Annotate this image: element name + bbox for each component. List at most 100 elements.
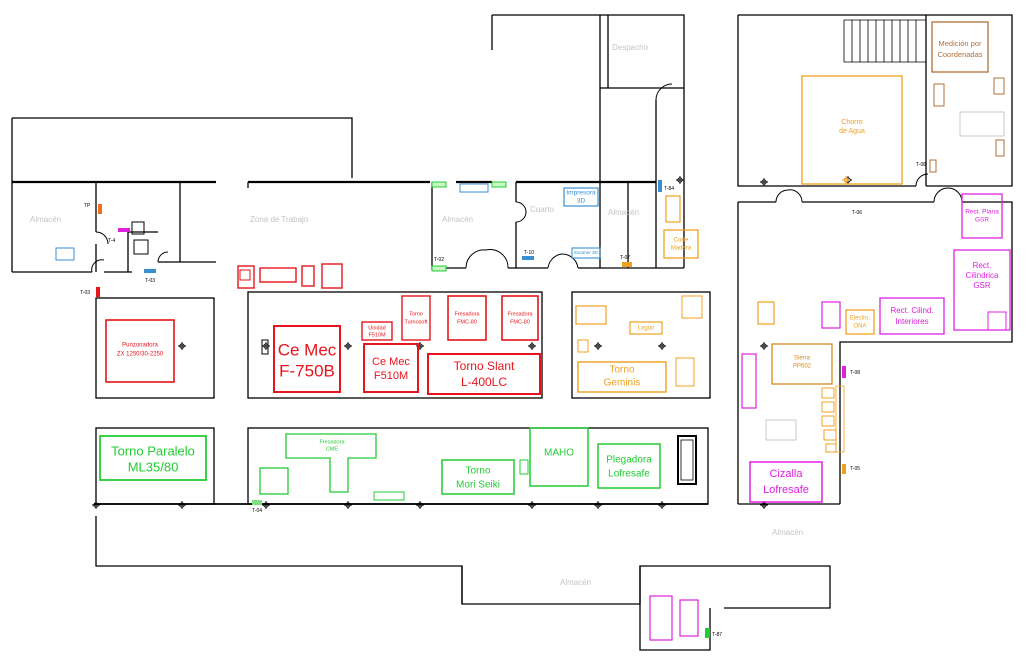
chorro-agua-machine[interactable] xyxy=(801,75,903,185)
green-small-machine[interactable] xyxy=(519,459,529,475)
red-small-machine[interactable] xyxy=(237,265,255,289)
brown-small-machine[interactable] xyxy=(993,77,1005,95)
rect-cilind-int-machine[interactable] xyxy=(879,297,945,335)
corte-madera-machine[interactable] xyxy=(663,229,699,259)
torno-paralelo-machine[interactable] xyxy=(99,435,207,481)
orange-small-machine[interactable] xyxy=(675,357,695,387)
torno-gemini-machine[interactable] xyxy=(577,361,667,393)
magenta-marker xyxy=(842,366,846,378)
fresadora-fmc80-b-machine[interactable] xyxy=(501,295,539,341)
torno-mori-label2: Mori Seiki xyxy=(456,480,500,491)
torno-gemini-label2: Geminis xyxy=(604,378,641,389)
ce-mec-f750b-label1: Ce Mec xyxy=(278,340,337,359)
tag-t03-left: T-03 xyxy=(80,290,90,296)
green-small-machine[interactable] xyxy=(431,181,447,188)
fresadora-fmc80-a-machine[interactable] xyxy=(447,295,487,341)
blue-marker xyxy=(144,269,156,273)
unidad-f510m-label1: Unidad xyxy=(368,325,385,331)
ce-mec-f750b-label2: F-750B xyxy=(279,361,335,380)
svg-text:Zona de Trabajo: Zona de Trabajo xyxy=(250,215,309,224)
fresadora-cme-machine[interactable] xyxy=(285,433,377,493)
red-small-machine[interactable] xyxy=(321,263,343,289)
green-marker xyxy=(252,500,262,505)
green-small-machine[interactable] xyxy=(431,265,447,272)
fresadora-cme-label1: Fresadora xyxy=(319,439,345,445)
chorro-agua-label2: de Agua xyxy=(839,128,865,135)
fresadora-fmc80-a-label2: FMC-80 xyxy=(457,319,477,325)
impresora-3d-machine[interactable] xyxy=(563,187,599,207)
punzonadora-machine[interactable] xyxy=(105,319,175,383)
orange-small-machine[interactable] xyxy=(665,195,681,223)
magenta-small-machine[interactable] xyxy=(679,599,699,637)
plegadora-label1: Plegadora xyxy=(606,455,652,466)
impresora-3d-label1: Impresora xyxy=(566,190,596,197)
tag-t4: T-4 xyxy=(108,238,115,244)
brown-small-machine[interactable] xyxy=(929,159,937,173)
tag-t04: T-04 xyxy=(252,508,262,514)
rect-cilindrica-gsr-label3: GSR xyxy=(973,281,991,290)
orange-small-machine[interactable] xyxy=(681,295,703,319)
impresora-3d-label2: 3D xyxy=(577,198,586,205)
rect-cilind-int-label2: Interiores xyxy=(895,317,928,326)
sierra-label2: PP602 xyxy=(793,364,812,370)
torno-turnosoft-machine[interactable] xyxy=(401,295,431,341)
svg-text:Almacén: Almacén xyxy=(772,528,803,537)
orange-small-machine[interactable] xyxy=(575,305,607,325)
brown-small-machine[interactable] xyxy=(933,83,945,107)
corte-madera-label1: Corte xyxy=(674,238,689,244)
orange-rack[interactable] xyxy=(825,443,837,453)
green-small-machine[interactable] xyxy=(491,181,507,188)
orange-small-machine[interactable] xyxy=(757,301,775,325)
column-markers xyxy=(92,176,852,509)
medicion-label2: Coordenadas xyxy=(937,50,982,59)
plegadora-machine[interactable] xyxy=(597,443,661,489)
lagun-machine[interactable] xyxy=(629,321,663,335)
orange-rack[interactable] xyxy=(821,401,835,413)
ce-mec-f750b-machine[interactable] xyxy=(273,325,341,393)
torno-paralelo-label2: ML35/80 xyxy=(128,459,179,474)
blue-small-machine[interactable] xyxy=(55,247,75,261)
plegadora-label2: Lofresafe xyxy=(608,469,650,480)
orange-rack[interactable] xyxy=(823,429,837,441)
brown-small-machine[interactable] xyxy=(995,139,1005,157)
magenta-small-machine[interactable] xyxy=(987,311,1007,331)
magenta-machines: Rect. Cilind. Interiores Rect. Cilindric… xyxy=(118,193,1011,641)
torno-slant-machine[interactable] xyxy=(427,353,541,395)
black-machine[interactable] xyxy=(677,435,697,485)
escaner-3d-machine[interactable] xyxy=(571,247,601,259)
orange-rack[interactable] xyxy=(835,385,845,453)
magenta-small-machine[interactable] xyxy=(649,595,673,641)
red-small-machine[interactable] xyxy=(301,265,315,287)
torno-mori-machine[interactable] xyxy=(441,459,515,495)
green-small-machine[interactable] xyxy=(373,491,405,501)
svg-text:Almacén: Almacén xyxy=(560,578,591,587)
medicion-label1: Medición por xyxy=(939,39,982,48)
stairs xyxy=(843,19,927,63)
punzonadora-label1: Punzonadora xyxy=(122,343,158,349)
blue-small-machine[interactable] xyxy=(459,183,489,193)
orange-rack[interactable] xyxy=(821,387,835,399)
sierra-machine[interactable] xyxy=(771,343,833,385)
ce-mec-f510m-machine[interactable] xyxy=(363,343,419,393)
red-small-machine[interactable] xyxy=(239,269,251,281)
misc-black-items xyxy=(98,204,269,355)
cizalla-machine[interactable] xyxy=(749,461,823,503)
tag-t06: T-06 xyxy=(852,210,862,216)
magenta-small-machine[interactable] xyxy=(821,301,841,329)
maho-machine[interactable] xyxy=(529,427,589,487)
orange-rack[interactable] xyxy=(821,415,835,427)
orange-small-machine[interactable] xyxy=(577,339,589,353)
medicion-machine[interactable] xyxy=(931,21,989,73)
unidad-f510m-machine[interactable] xyxy=(361,321,393,341)
maho-label: MAHO xyxy=(544,448,574,459)
torno-turnosoft-label1: Torno xyxy=(409,311,423,317)
green-small-machine[interactable] xyxy=(259,467,289,495)
brown-machines: Medición por Coordenadas xyxy=(929,21,1005,173)
red-small-machine[interactable] xyxy=(259,267,297,283)
rect-cilindrica-gsr-machine[interactable] xyxy=(953,249,1011,331)
magenta-small-machine[interactable] xyxy=(741,353,757,409)
doors xyxy=(91,83,963,273)
electro-ona-machine[interactable] xyxy=(845,309,875,335)
rect-plana-gsr-machine[interactable] xyxy=(961,193,1003,239)
faint-room-labels: Almacén Zona de Trabajo Despacho Almacén… xyxy=(30,43,1005,587)
